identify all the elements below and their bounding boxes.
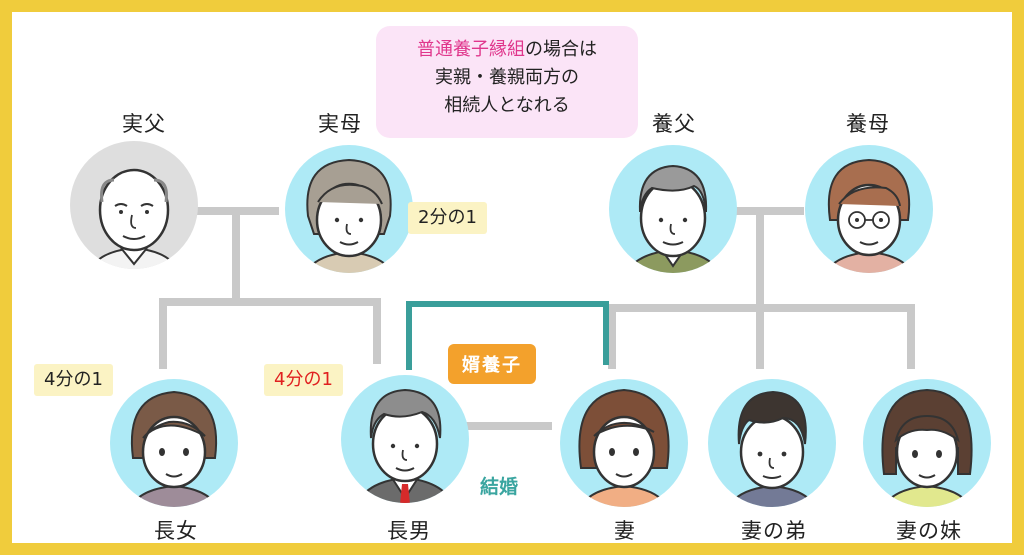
callout-line1-rest: の場合は	[525, 39, 597, 60]
marriage-label: 結婚	[480, 476, 519, 498]
name-tsuma: 妻	[614, 519, 636, 543]
youfu-portrait-icon	[609, 145, 737, 273]
mukoyoushi-badge: 婿養子	[448, 344, 536, 384]
tsuma-imouto-portrait-icon	[863, 379, 991, 507]
name-chounan: 長男	[387, 519, 431, 543]
adoption-callout: 普通養子縁組の場合は 実親・養親両方の 相続人となれる	[376, 26, 638, 138]
jitsubo-portrait-icon	[285, 145, 413, 273]
choujo-portrait-icon	[110, 379, 238, 507]
name-choujo: 長女	[154, 519, 198, 543]
name-youfu: 養父	[652, 112, 696, 136]
jitsufu-portrait-icon	[70, 141, 198, 269]
callout-highlight: 普通養子縁組	[417, 39, 525, 60]
share-tag-chounan: 4分の1	[264, 364, 343, 396]
youbo-portrait-icon	[805, 145, 933, 273]
callout-line2: 実親・養親両方の	[435, 67, 579, 88]
name-jitsubo: 実母	[318, 112, 362, 136]
share-tag-choujo: 4分の1	[34, 364, 113, 396]
share-tag-jitsubo: 2分の1	[408, 202, 487, 234]
name-tsuma-imouto: 妻の妹	[896, 519, 962, 543]
name-tsuma-otouto: 妻の弟	[741, 519, 807, 543]
tsuma-portrait-icon	[560, 379, 688, 507]
tsuma-otouto-portrait-icon	[708, 379, 836, 507]
name-youbo: 養母	[846, 112, 890, 136]
name-jitsufu: 実父	[122, 112, 166, 136]
callout-line3: 相続人となれる	[444, 95, 570, 116]
chounan-portrait-icon	[341, 375, 469, 503]
